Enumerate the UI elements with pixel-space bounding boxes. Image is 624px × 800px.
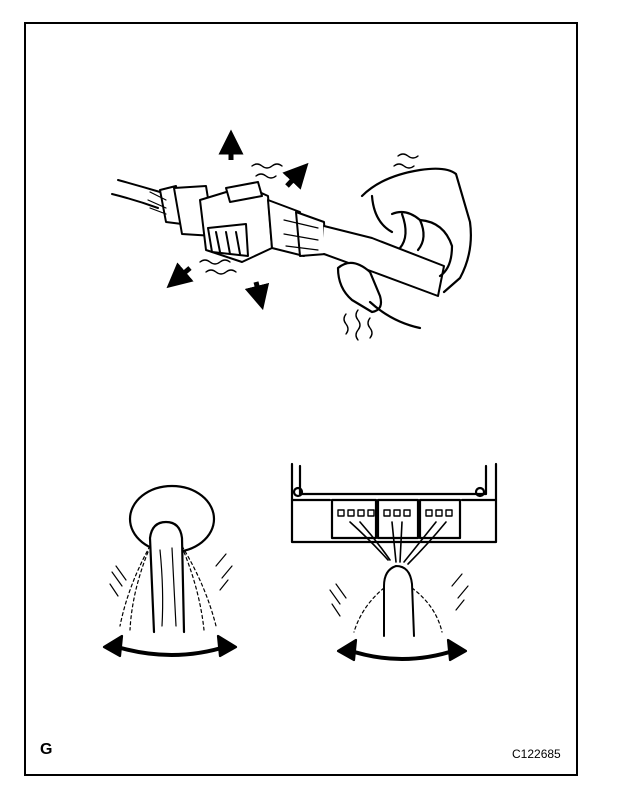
- arrow-down-icon: [244, 281, 270, 311]
- vibration-lines: [199, 153, 419, 341]
- swing-trace-lines: [353, 587, 443, 633]
- vibration-lines: [329, 573, 469, 617]
- ecu-housing-icon: [290, 462, 498, 544]
- harness-bundle: [383, 565, 415, 637]
- connector-wiggle-panel: [111, 129, 472, 341]
- left-harness: [111, 179, 183, 225]
- grommet-wiggle-panel: [102, 484, 238, 658]
- swing-trace-lines: [119, 545, 217, 631]
- connector-pins: [337, 509, 453, 517]
- figure-frame: [24, 22, 578, 776]
- hand-icon: [336, 167, 472, 330]
- connector-body: [173, 181, 327, 263]
- swing-arrow-icon: [346, 648, 458, 661]
- arrow-upright-icon: [282, 162, 309, 190]
- ecu-wiggle-panel: [290, 462, 498, 662]
- harness-bundle: [148, 520, 186, 634]
- wire-harness: [349, 521, 447, 565]
- arrow-downleft-icon: [166, 262, 194, 289]
- figure-id-label: C122685: [512, 747, 561, 761]
- shake-direction-arrows: [166, 129, 309, 311]
- vibration-lines: [109, 553, 233, 597]
- swing-arrow-icon: [112, 644, 230, 657]
- corner-letter-label: G: [40, 741, 53, 758]
